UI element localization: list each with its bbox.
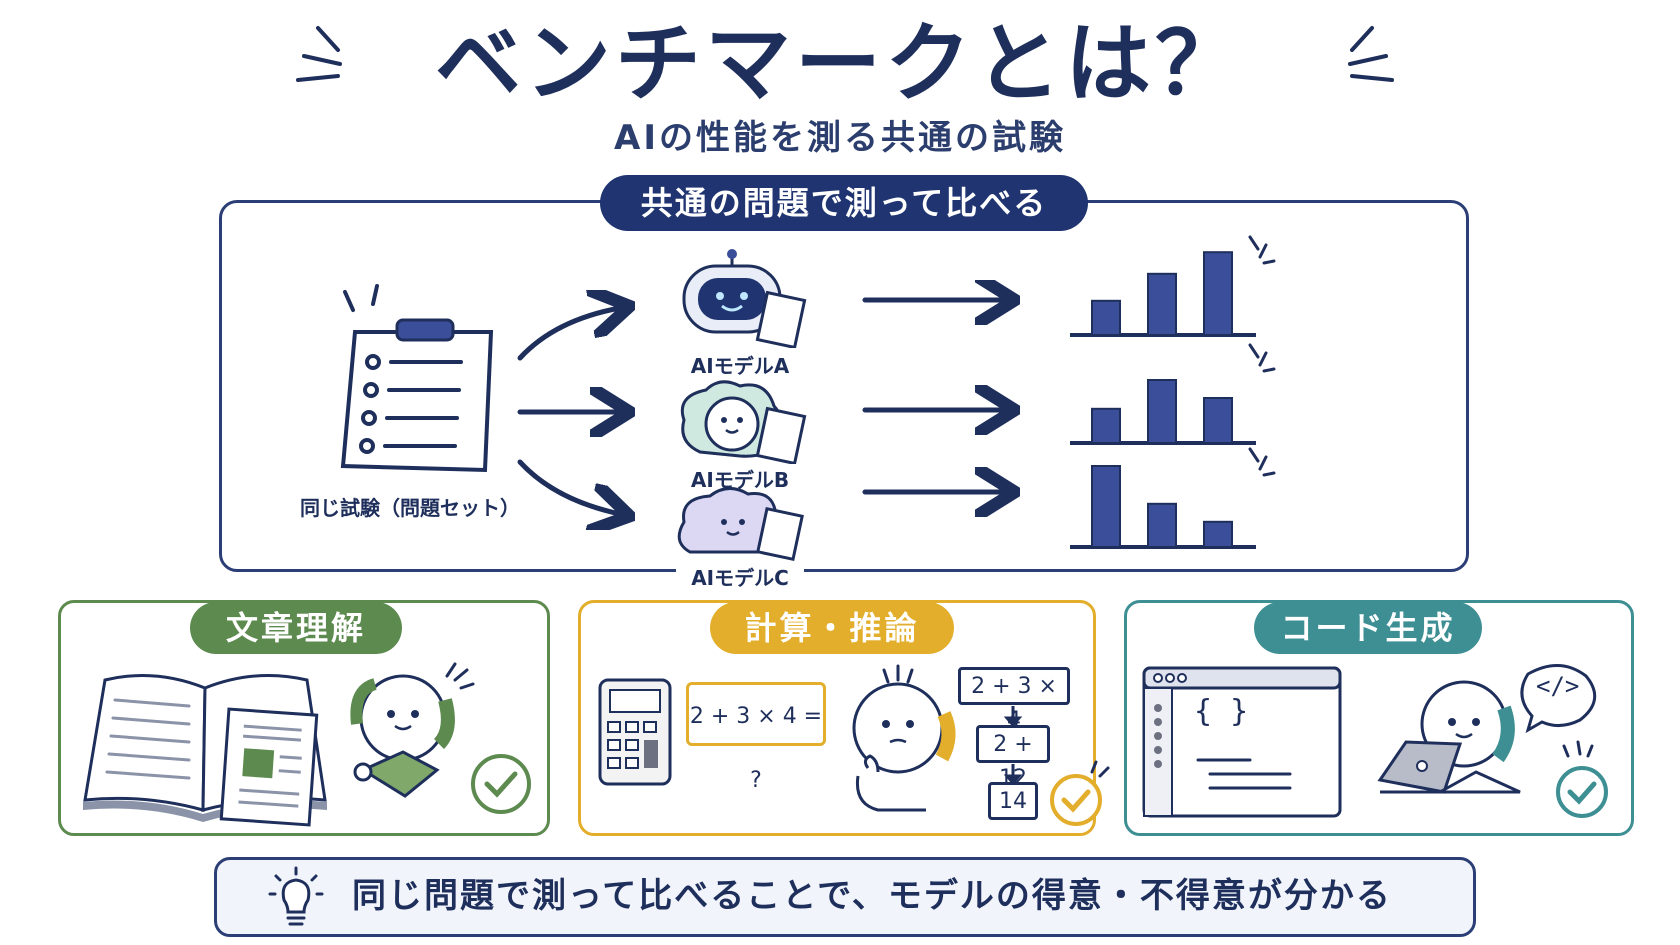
chart-bar-1-1	[1091, 299, 1121, 337]
title-sparkle-left-icon	[296, 26, 342, 82]
lightbulb-icon	[268, 866, 324, 926]
reading-illustration	[83, 662, 531, 827]
ai-model-a-label: AIモデルA	[680, 350, 800, 379]
step-box-1: 2 + 3 × 4	[958, 667, 1070, 733]
code-tag-icon: </>	[1536, 672, 1580, 700]
ai-model-b-icon	[680, 380, 807, 466]
title-sparkle-right-icon	[1348, 26, 1394, 82]
distribution-arrows	[517, 290, 635, 530]
calculator-icon	[598, 678, 672, 786]
card-reasoning-title: 計算・推論	[710, 602, 954, 654]
clipboard-icon	[340, 284, 494, 473]
coding-illustration	[1142, 664, 1608, 818]
chart-bar-1-3	[1203, 251, 1233, 337]
result-arrows	[862, 280, 1020, 520]
chart-sparkle-icon	[1248, 447, 1276, 477]
thinking-character-icon	[852, 664, 956, 812]
code-braces: { }	[1194, 694, 1249, 729]
test-set-label: 同じ試験（問題セット）	[300, 496, 520, 520]
page-subtitle: AIの性能を測る共通の試験	[614, 118, 1066, 158]
chart-bar-3-3	[1203, 520, 1233, 548]
ai-model-c-label: AIモデルC	[676, 562, 804, 591]
panel-title: 共通の問題で測って比べる	[600, 175, 1088, 231]
step-arrows	[1003, 706, 1110, 826]
footer-banner	[214, 857, 1476, 937]
card-reading-title: 文章理解	[190, 602, 402, 654]
ai-model-b-label: AIモデルB	[680, 464, 800, 493]
equation-box: 2 + 3 × 4 = ?	[686, 682, 826, 793]
chart-sparkle-icon	[1248, 235, 1276, 265]
score-charts	[1070, 235, 1276, 549]
ai-model-c-icon	[677, 487, 804, 562]
chart-bar-1-2	[1147, 272, 1177, 336]
chart-sparkle-icon	[1248, 343, 1276, 373]
chart-bar-2-3	[1203, 397, 1233, 444]
chart-bar-3-2	[1147, 502, 1177, 548]
chart-bar-3-1	[1091, 465, 1121, 548]
footer-text: 同じ問題で測って比べることで、モデルの得意・不得意が分かる	[352, 876, 1392, 916]
chart-bar-2-1	[1091, 407, 1121, 445]
chart-bar-2-2	[1147, 379, 1177, 444]
card-coding-title: コード生成	[1254, 602, 1482, 654]
page-title: ベンチマークとは？	[435, 14, 1245, 114]
ai-model-a-icon	[682, 249, 807, 348]
